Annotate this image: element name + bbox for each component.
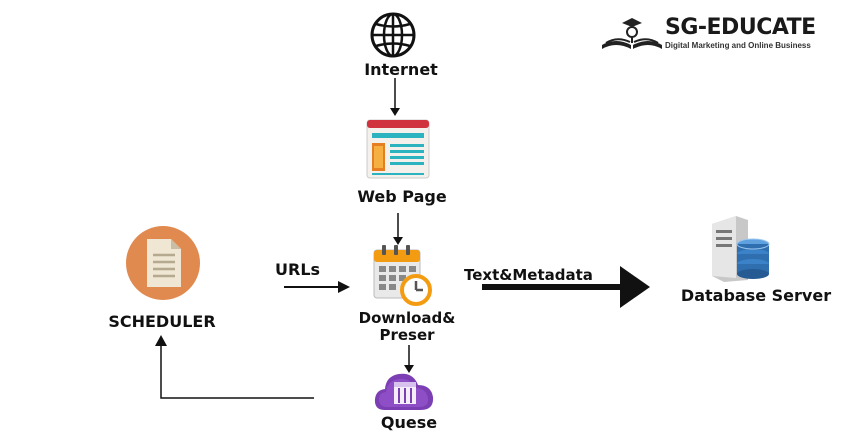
urls-edge-label: URLs [275,260,321,279]
arrow-webpage-to-download [393,213,403,245]
web-page-icon [366,119,430,179]
document-icon [126,226,200,300]
arrow-download-to-quese [404,345,414,373]
scheduler-label: SCHEDULER [108,312,216,331]
text-metadata-edge-label: Text&Metadata [464,266,593,284]
logo-title: SG-EDUCATE [665,15,816,40]
cloud-box-icon [374,373,434,410]
arrow-internet-to-webpage [390,78,400,116]
arrow-quese-to-scheduler [155,335,314,399]
arrow-download-to-database [482,266,650,308]
calendar-clock-icon [373,245,432,306]
web-page-label: Web Page [357,187,447,206]
globe-icon [370,12,416,58]
internet-label: Internet [364,60,438,79]
download-parser-label: Download& Preser [359,310,456,344]
sg-educate-logo: SG-EDUCATE Digital Marketing and Online … [600,15,835,55]
quese-label: Quese [380,413,438,432]
database-server-label: Database Server [680,286,832,305]
download-label-line1: Download& [358,309,456,327]
book-graduation-icon [602,18,662,49]
database-server-icon [712,216,770,282]
download-label-line2: Preser [379,326,435,344]
arrow-scheduler-to-download [284,281,350,293]
logo-subtitle: Digital Marketing and Online Business [665,41,811,50]
